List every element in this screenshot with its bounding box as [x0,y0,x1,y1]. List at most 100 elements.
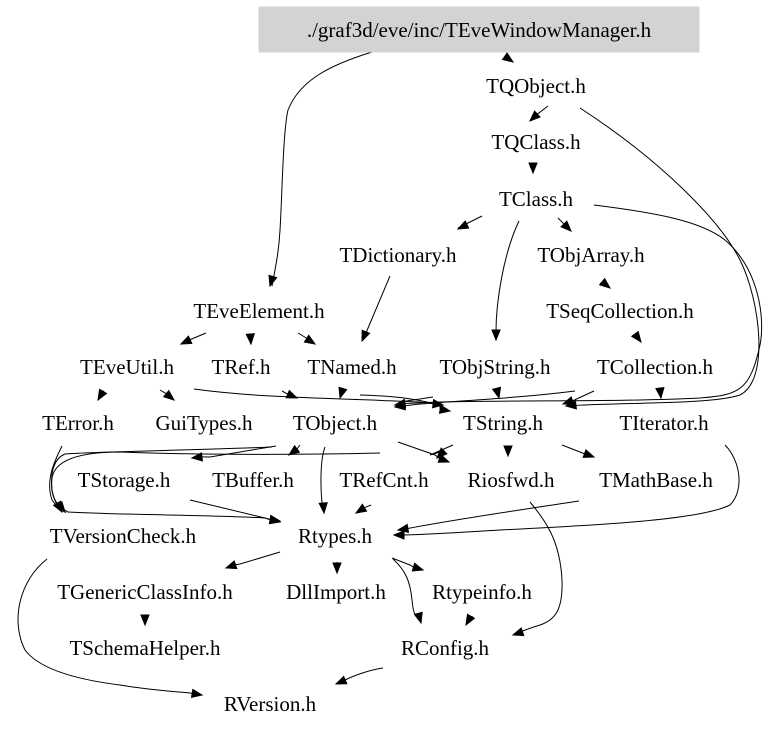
node-tobject[interactable]: TObject.h [293,411,378,435]
edge-line [404,204,763,404]
node-tschemahelper[interactable]: TSchemaHelper.h [69,636,221,660]
node-tobjarray[interactable]: TObjArray.h [537,243,645,267]
arrowhead-icon [528,162,538,175]
node-teveelement[interactable]: TEveElement.h [193,299,325,323]
node-tstorage[interactable]: TStorage.h [78,468,171,492]
edge-root-to-tqobject [501,52,515,63]
edge-tnamed-to-tstring [359,394,452,414]
node-dllimport[interactable]: DllImport.h [286,580,386,604]
node-tdictionary[interactable]: TDictionary.h [339,243,457,267]
arrowhead-icon [393,401,406,411]
node-rtypeinfo[interactable]: Rtypeinfo.h [432,580,532,604]
node-root[interactable]: ./graf3d/eve/inc/TEveWindowManager.h [307,18,652,42]
edge-line [344,667,384,681]
arrowhead-icon [334,675,348,685]
arrowhead-icon [511,627,525,637]
arrowhead-icon [655,387,665,400]
edge-tobject-to-tbuffer [287,444,301,456]
edge-line [404,390,576,407]
node-tqobject[interactable]: TQObject.h [486,74,586,98]
edge-titerator-to-rtypes [392,444,740,540]
node-tstring[interactable]: TString.h [463,411,543,435]
edge-line [235,551,281,566]
edge-line [557,217,565,225]
edge-line [362,275,391,341]
root-node-box[interactable] [258,6,700,53]
node-tcollection[interactable]: TCollection.h [597,355,714,379]
node-rtypes[interactable]: Rtypes.h [298,524,373,548]
edge-line [271,51,373,287]
edge-tobjarray-to-tseqcollection [598,277,612,289]
node-rconfig[interactable]: RConfig.h [401,636,490,660]
arrowhead-icon [561,396,575,406]
edge-tnamed-to-tobject [338,386,348,400]
arrowhead-icon [354,503,368,514]
edge-line [159,389,167,395]
graph-nodes: ./graf3d/eve/inc/TEveWindowManager.h TQO… [42,6,714,716]
edge-rtypes-to-dllimport [332,562,342,575]
node-tgenericclassinfo[interactable]: TGenericClassInfo.h [57,580,233,604]
node-tclass[interactable]: TClass.h [499,187,574,211]
node-rversion[interactable]: RVersion.h [224,692,317,716]
edge-teveelement-to-tref [245,333,256,346]
edge-line [565,107,760,407]
node-tseqcollection[interactable]: TSeqCollection.h [546,299,694,323]
edge-tmathbase-to-rtypes [396,500,580,533]
edge-tclass-to-tobjstring [491,220,520,342]
arrowhead-icon [630,330,642,344]
arrowhead-icon [285,389,299,399]
edge-line [17,558,193,694]
node-tref[interactable]: TRef.h [212,355,271,379]
edge-tstring-to-tmathbase [561,444,596,458]
arrowhead-icon [140,614,150,627]
arrowhead-icon [287,444,301,456]
edge-line [397,441,440,459]
edge-line [561,444,586,455]
edge-rtypes-to-rconfig [392,558,423,625]
edge-tversioncheck-to-rversion [17,558,204,698]
node-tversioncheck[interactable]: TVersionCheck.h [50,524,197,548]
node-tnamed[interactable]: TNamed.h [307,355,397,379]
arrowhead-icon [361,329,371,343]
edge-tcollection-to-tstring [561,390,595,406]
edge-line [391,557,414,568]
edge-riosfwd-to-rconfig [511,501,563,637]
node-riosfwd[interactable]: Riosfwd.h [468,468,555,492]
arrowhead-icon [162,389,176,401]
edge-line [201,445,277,458]
arrowhead-icon [392,530,405,540]
arrowhead-icon [529,110,541,122]
edge-tclass-to-tdictionary [456,215,483,230]
edge-root-to-teveelement [268,51,373,288]
edge-tclass-to-tobjarray [557,217,572,232]
node-guitypes[interactable]: GuiTypes.h [155,411,253,435]
node-tbuffer[interactable]: TBuffer.h [212,468,294,492]
edge-tstring-to-riosfwd [503,445,513,458]
arrowhead-icon [413,611,423,625]
edge-tstorage-to-rtypes [189,499,282,525]
edge-line [495,220,520,341]
node-tobjstring[interactable]: TObjString.h [439,355,551,379]
arrowhead-icon [268,274,278,288]
edge-tobjstring-to-tstring [491,386,502,400]
edge-tcollection-to-titerator [655,387,665,400]
arrowhead-icon [224,560,238,570]
arrowhead-icon [465,613,476,627]
node-trefcnt[interactable]: TRefCnt.h [339,468,429,492]
arrowhead-icon [318,502,328,515]
node-tqclass[interactable]: TQClass.h [491,130,581,154]
arrowhead-icon [411,562,425,572]
node-titerator[interactable]: TIterator.h [619,411,709,435]
arrowhead-icon [491,329,501,342]
arrowhead-icon [245,333,256,346]
edge-tdictionary-to-tnamed [361,275,391,343]
arrowhead-icon [456,220,470,230]
arrowhead-icon [436,447,448,459]
edge-tqobject-to-tqclass [529,105,549,122]
node-terror[interactable]: TError.h [42,411,114,435]
edge-tobject-to-rtypes [318,446,328,515]
node-tmathbase[interactable]: TMathBase.h [599,468,713,492]
node-teveutil[interactable]: TEveUtil.h [80,355,174,379]
edge-line [399,500,580,531]
